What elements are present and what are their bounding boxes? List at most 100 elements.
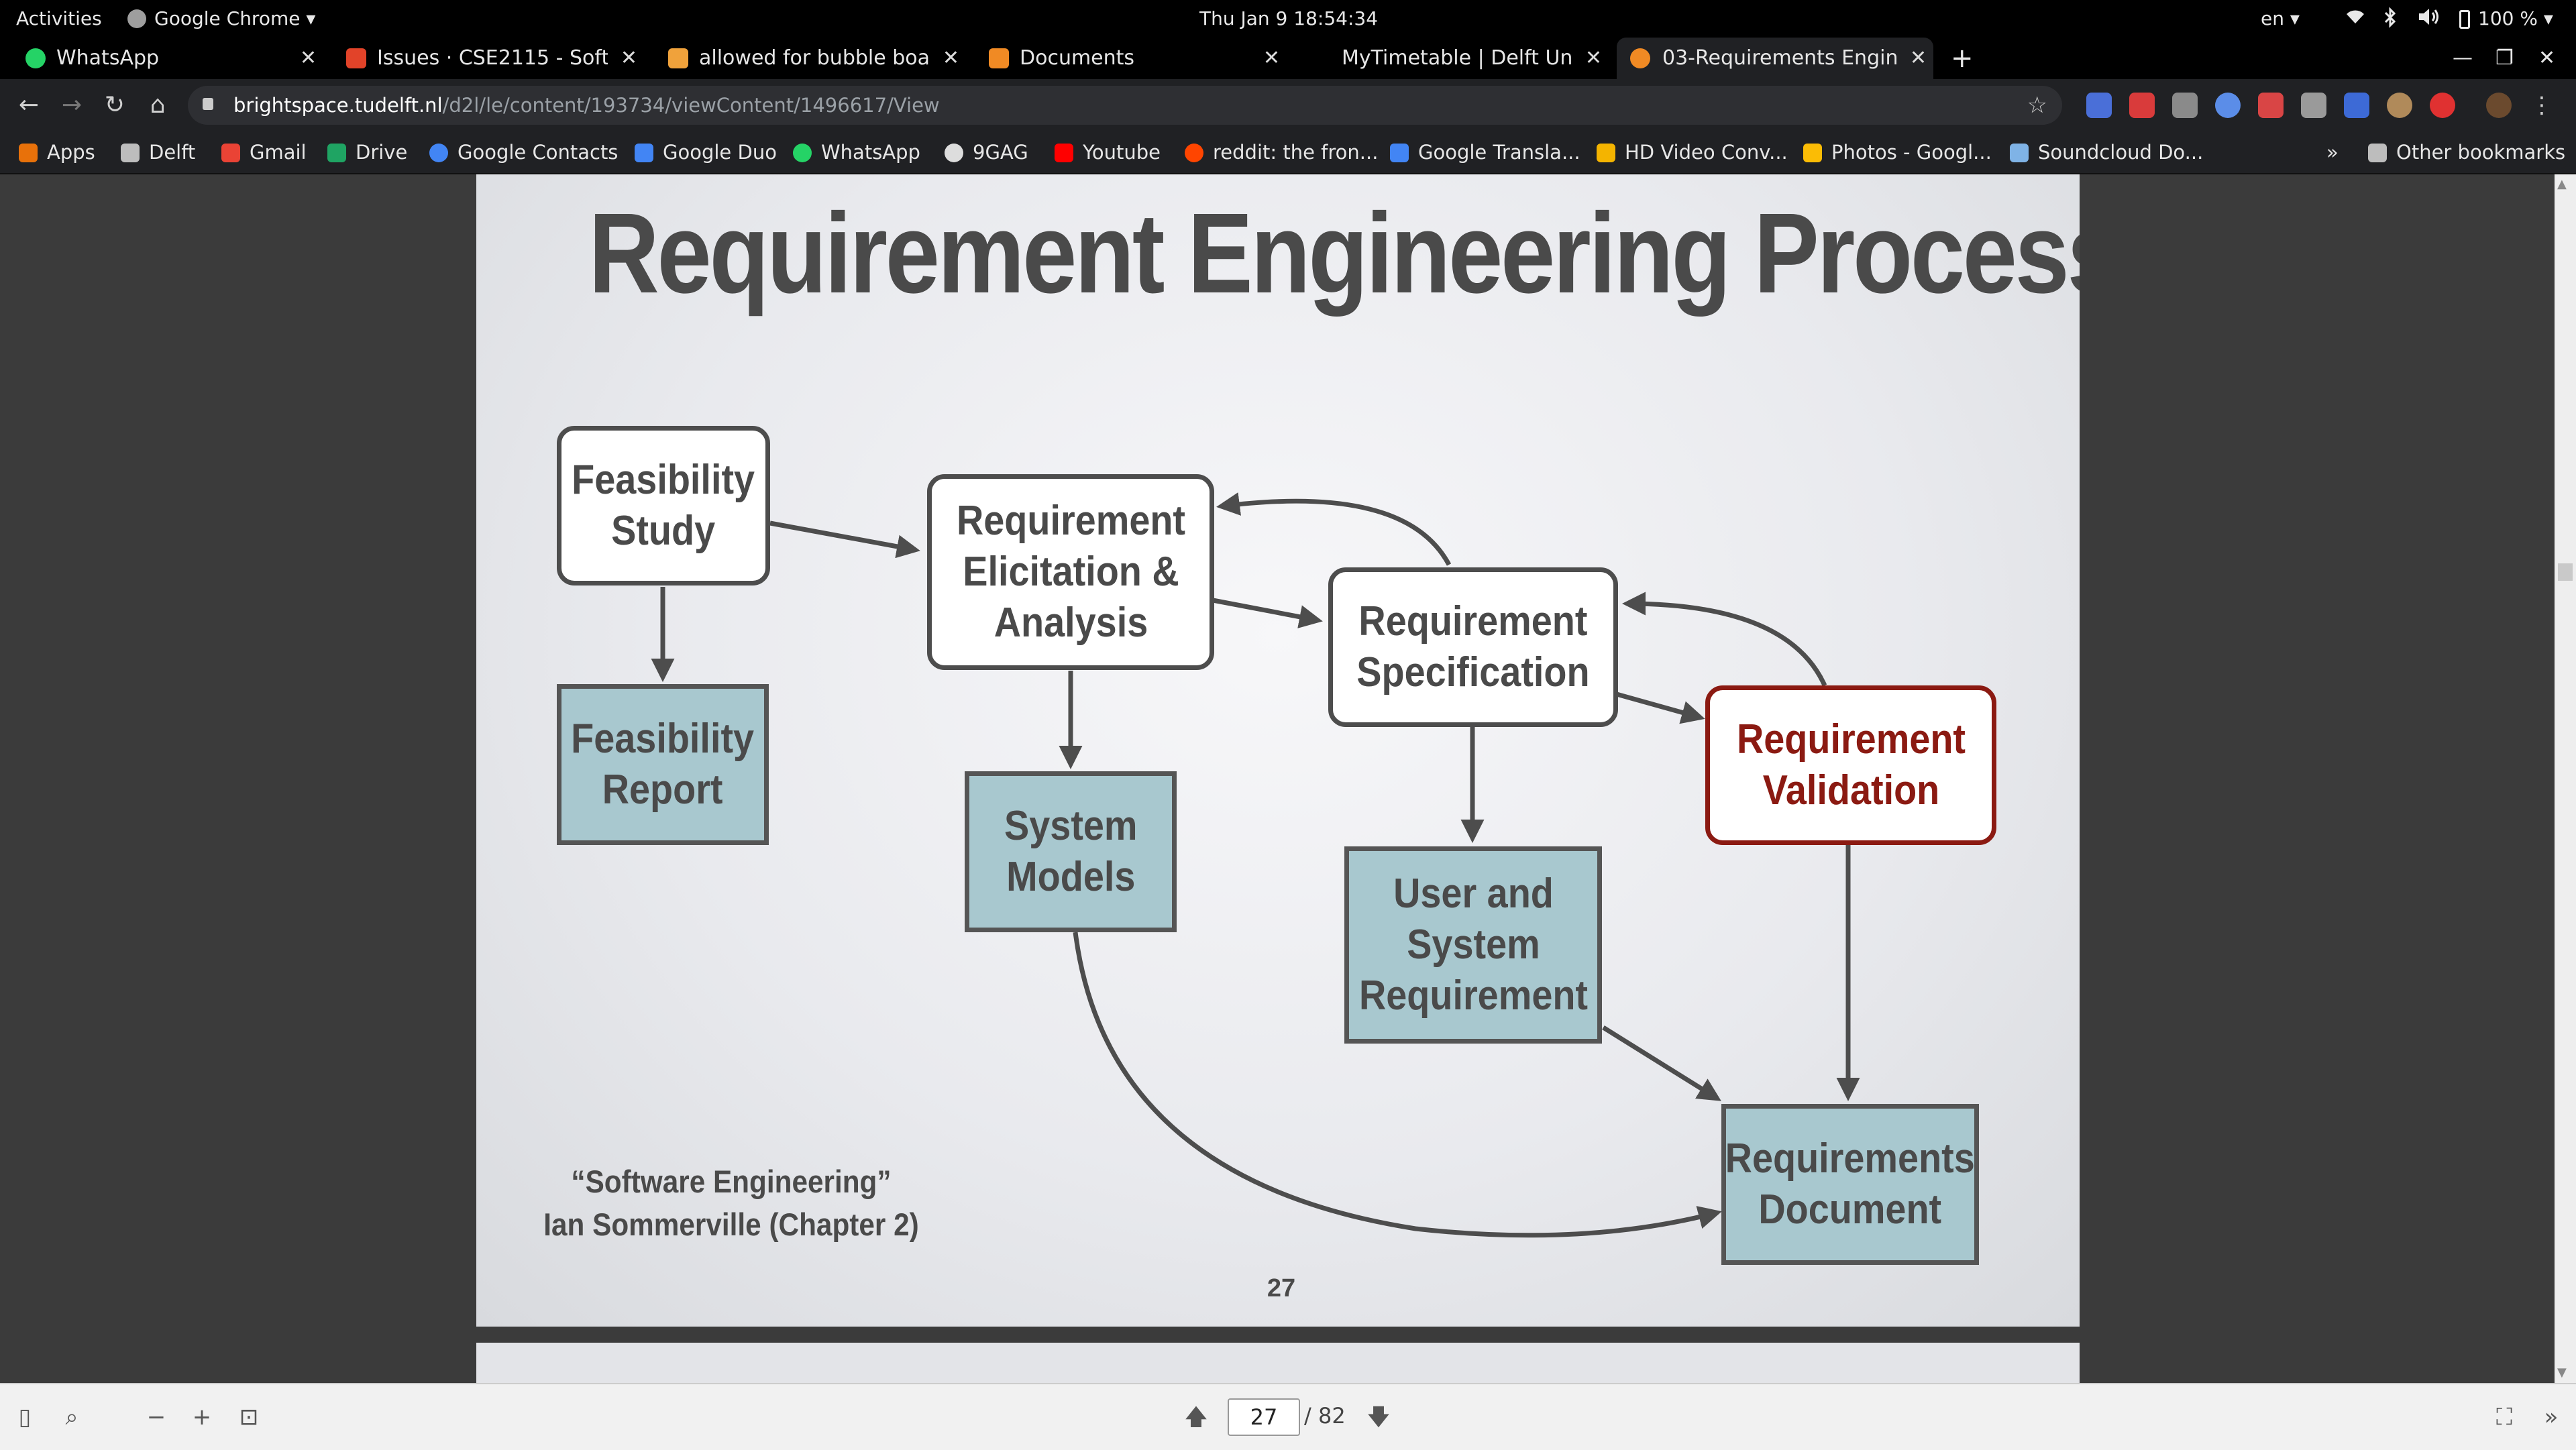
language-indicator[interactable]: en ▾ <box>2261 7 2300 31</box>
node-label: System Models <box>1004 803 1138 900</box>
node-requirement-elicitation-analysis: Requirement Elicitation & Analysis <box>927 474 1214 670</box>
bookmark-label: Apps <box>47 141 95 164</box>
bookmark-youtube[interactable]: Youtube <box>1055 131 1161 173</box>
profile-avatar[interactable] <box>2486 93 2512 118</box>
extension-icon[interactable] <box>2344 93 2369 118</box>
bookmark-gmail[interactable]: Gmail <box>221 131 307 173</box>
tab-mytimetable[interactable]: MyTimetable | Delft Unive ✕ <box>1311 38 1609 79</box>
bookmark-google-translate[interactable]: Google Transla... <box>1390 131 1580 173</box>
youtube-icon <box>1055 144 1073 162</box>
bookmark-hd-video-converter[interactable]: HD Video Conv... <box>1597 131 1788 173</box>
fullscreen-icon[interactable]: ⛶ <box>2496 1404 2512 1431</box>
star-icon[interactable]: ☆ <box>2027 92 2047 119</box>
more-tools-icon[interactable]: » <box>2544 1404 2559 1431</box>
app-menu[interactable]: Google Chrome ▾ <box>127 7 315 31</box>
bookmark-label: Drive <box>356 141 408 164</box>
extension-icon[interactable] <box>2387 93 2412 118</box>
extension-icon[interactable] <box>2129 93 2155 118</box>
extension-icon[interactable] <box>2301 93 2326 118</box>
bookmark-9gag[interactable]: 9GAG <box>945 131 1028 173</box>
tab-whatsapp[interactable]: WhatsApp ✕ <box>25 38 323 79</box>
node-label: Requirement Elicitation & Analysis <box>956 498 1185 646</box>
bookmarks-overflow-button[interactable]: » <box>2326 141 2339 164</box>
bookmark-whatsapp[interactable]: WhatsApp <box>793 131 920 173</box>
bookmark-google-photos[interactable]: Photos - Googl... <box>1803 131 1992 173</box>
forward-arrow-icon[interactable]: → <box>61 91 83 119</box>
tab-title: WhatsApp <box>56 46 160 70</box>
close-tab-icon[interactable]: ✕ <box>1585 46 1602 70</box>
tab-bubble-board[interactable]: allowed for bubble board c ✕ <box>668 38 966 79</box>
translate-icon <box>1390 144 1409 162</box>
scroll-up-icon[interactable]: ▲ <box>2557 177 2567 191</box>
search-icon[interactable]: ⌕ <box>65 1404 78 1431</box>
bookmark-label: Soundcloud Do... <box>2038 141 2204 164</box>
minimize-window-icon[interactable]: — <box>2453 46 2473 70</box>
new-tab-button[interactable]: + <box>1951 43 1974 74</box>
activities-button[interactable]: Activities <box>16 7 102 30</box>
arrow-elicitation-to-specification <box>1212 598 1323 628</box>
volume-icon[interactable] <box>2418 7 2440 33</box>
tab-requirements-engineering[interactable]: 03-Requirements Engineering ✕ <box>1617 38 1933 79</box>
brightspace-icon <box>1630 48 1650 68</box>
tab-gitlab-issues[interactable]: Issues · CSE2115 - Software ✕ <box>346 38 644 79</box>
bookmarks-bar: Apps Delft Gmail Drive Google Contacts G… <box>0 131 2576 174</box>
other-bookmarks-folder[interactable]: Other bookmarks <box>2368 131 2565 173</box>
video-extension-icon[interactable] <box>2258 93 2284 118</box>
bookmark-apps[interactable]: Apps <box>19 131 95 173</box>
tab-title: Documents <box>1020 46 1135 70</box>
url-path: /d2l/le/content/193734/viewContent/14966… <box>442 94 940 117</box>
wifi-icon[interactable] <box>2345 7 2365 31</box>
close-tab-icon[interactable]: ✕ <box>620 46 637 70</box>
reload-icon[interactable]: ↻ <box>104 91 125 119</box>
page-number-input[interactable]: 27 <box>1228 1398 1300 1436</box>
zoom-in-icon[interactable]: + <box>192 1404 212 1431</box>
close-tab-icon[interactable]: ✕ <box>299 46 317 70</box>
close-tab-icon[interactable]: ✕ <box>942 46 959 70</box>
scrollbar-thumb[interactable] <box>2558 563 2573 581</box>
back-arrow-icon[interactable]: ← <box>18 91 40 119</box>
battery-indicator[interactable]: 100 % ▾ <box>2459 7 2553 31</box>
bookmark-label: Google Transla... <box>1418 141 1580 164</box>
zoom-out-icon[interactable]: − <box>146 1404 166 1431</box>
address-bar[interactable]: brightspace.tudelft.nl/d2l/le/content/19… <box>188 86 2062 125</box>
menu-kebab-icon[interactable]: ⋮ <box>2530 92 2553 119</box>
camera-extension-icon[interactable] <box>2172 93 2198 118</box>
node-user-system-requirement: User and System Requirement <box>1344 846 1602 1044</box>
bookmark-label: Youtube <box>1083 141 1161 164</box>
bookmark-reddit[interactable]: reddit: the fron... <box>1185 131 1378 173</box>
close-window-icon[interactable]: ✕ <box>2538 46 2556 70</box>
clock[interactable]: Thu Jan 9 18:54:34 <box>1199 7 1379 30</box>
previous-page-icon[interactable]: 🡅 <box>1184 1404 1208 1431</box>
bookmark-label: Google Contacts <box>458 141 619 164</box>
bookmark-soundcloud-downloader[interactable]: Soundcloud Do... <box>2010 131 2203 173</box>
close-tab-icon[interactable]: ✕ <box>1263 46 1280 70</box>
bookmark-delft[interactable]: Delft <box>121 131 195 173</box>
fit-page-icon[interactable]: ⊡ <box>239 1404 259 1431</box>
extension-icon[interactable] <box>2430 93 2455 118</box>
brightspace-icon <box>989 48 1009 68</box>
bookmark-drive[interactable]: Drive <box>327 131 407 173</box>
node-label: Requirement Validation <box>1736 716 1966 814</box>
bluetooth-icon[interactable] <box>2383 7 2398 34</box>
page-favicon-icon <box>668 48 688 68</box>
video-converter-icon <box>1597 144 1615 162</box>
vertical-scrollbar[interactable] <box>2555 174 2576 1383</box>
tab-documents[interactable]: Documents ✕ <box>989 38 1287 79</box>
close-tab-icon[interactable]: ✕ <box>1909 46 1927 70</box>
arrow-study-to-elicitation <box>769 520 920 559</box>
scroll-down-icon[interactable]: ▼ <box>2557 1365 2567 1380</box>
page-total-label: / 82 <box>1304 1403 1346 1429</box>
restore-window-icon[interactable]: ❐ <box>2496 46 2514 70</box>
bookmark-google-contacts[interactable]: Google Contacts <box>429 131 618 173</box>
tab-title: 03-Requirements Engineering <box>1662 46 1897 70</box>
bookmark-label: Photos - Googl... <box>1831 141 1992 164</box>
bookmark-google-duo[interactable]: Google Duo <box>635 131 777 173</box>
next-page-icon[interactable]: 🡇 <box>1366 1404 1391 1431</box>
drive-icon <box>327 144 346 162</box>
reddit-icon <box>1185 144 1203 162</box>
home-icon[interactable]: ⌂ <box>150 91 166 119</box>
translate-extension-icon[interactable] <box>2086 93 2112 118</box>
compass-extension-icon[interactable] <box>2215 93 2241 118</box>
sidebar-toggle-icon[interactable]: ▯ <box>18 1404 32 1431</box>
language-label: en <box>2261 7 2284 30</box>
